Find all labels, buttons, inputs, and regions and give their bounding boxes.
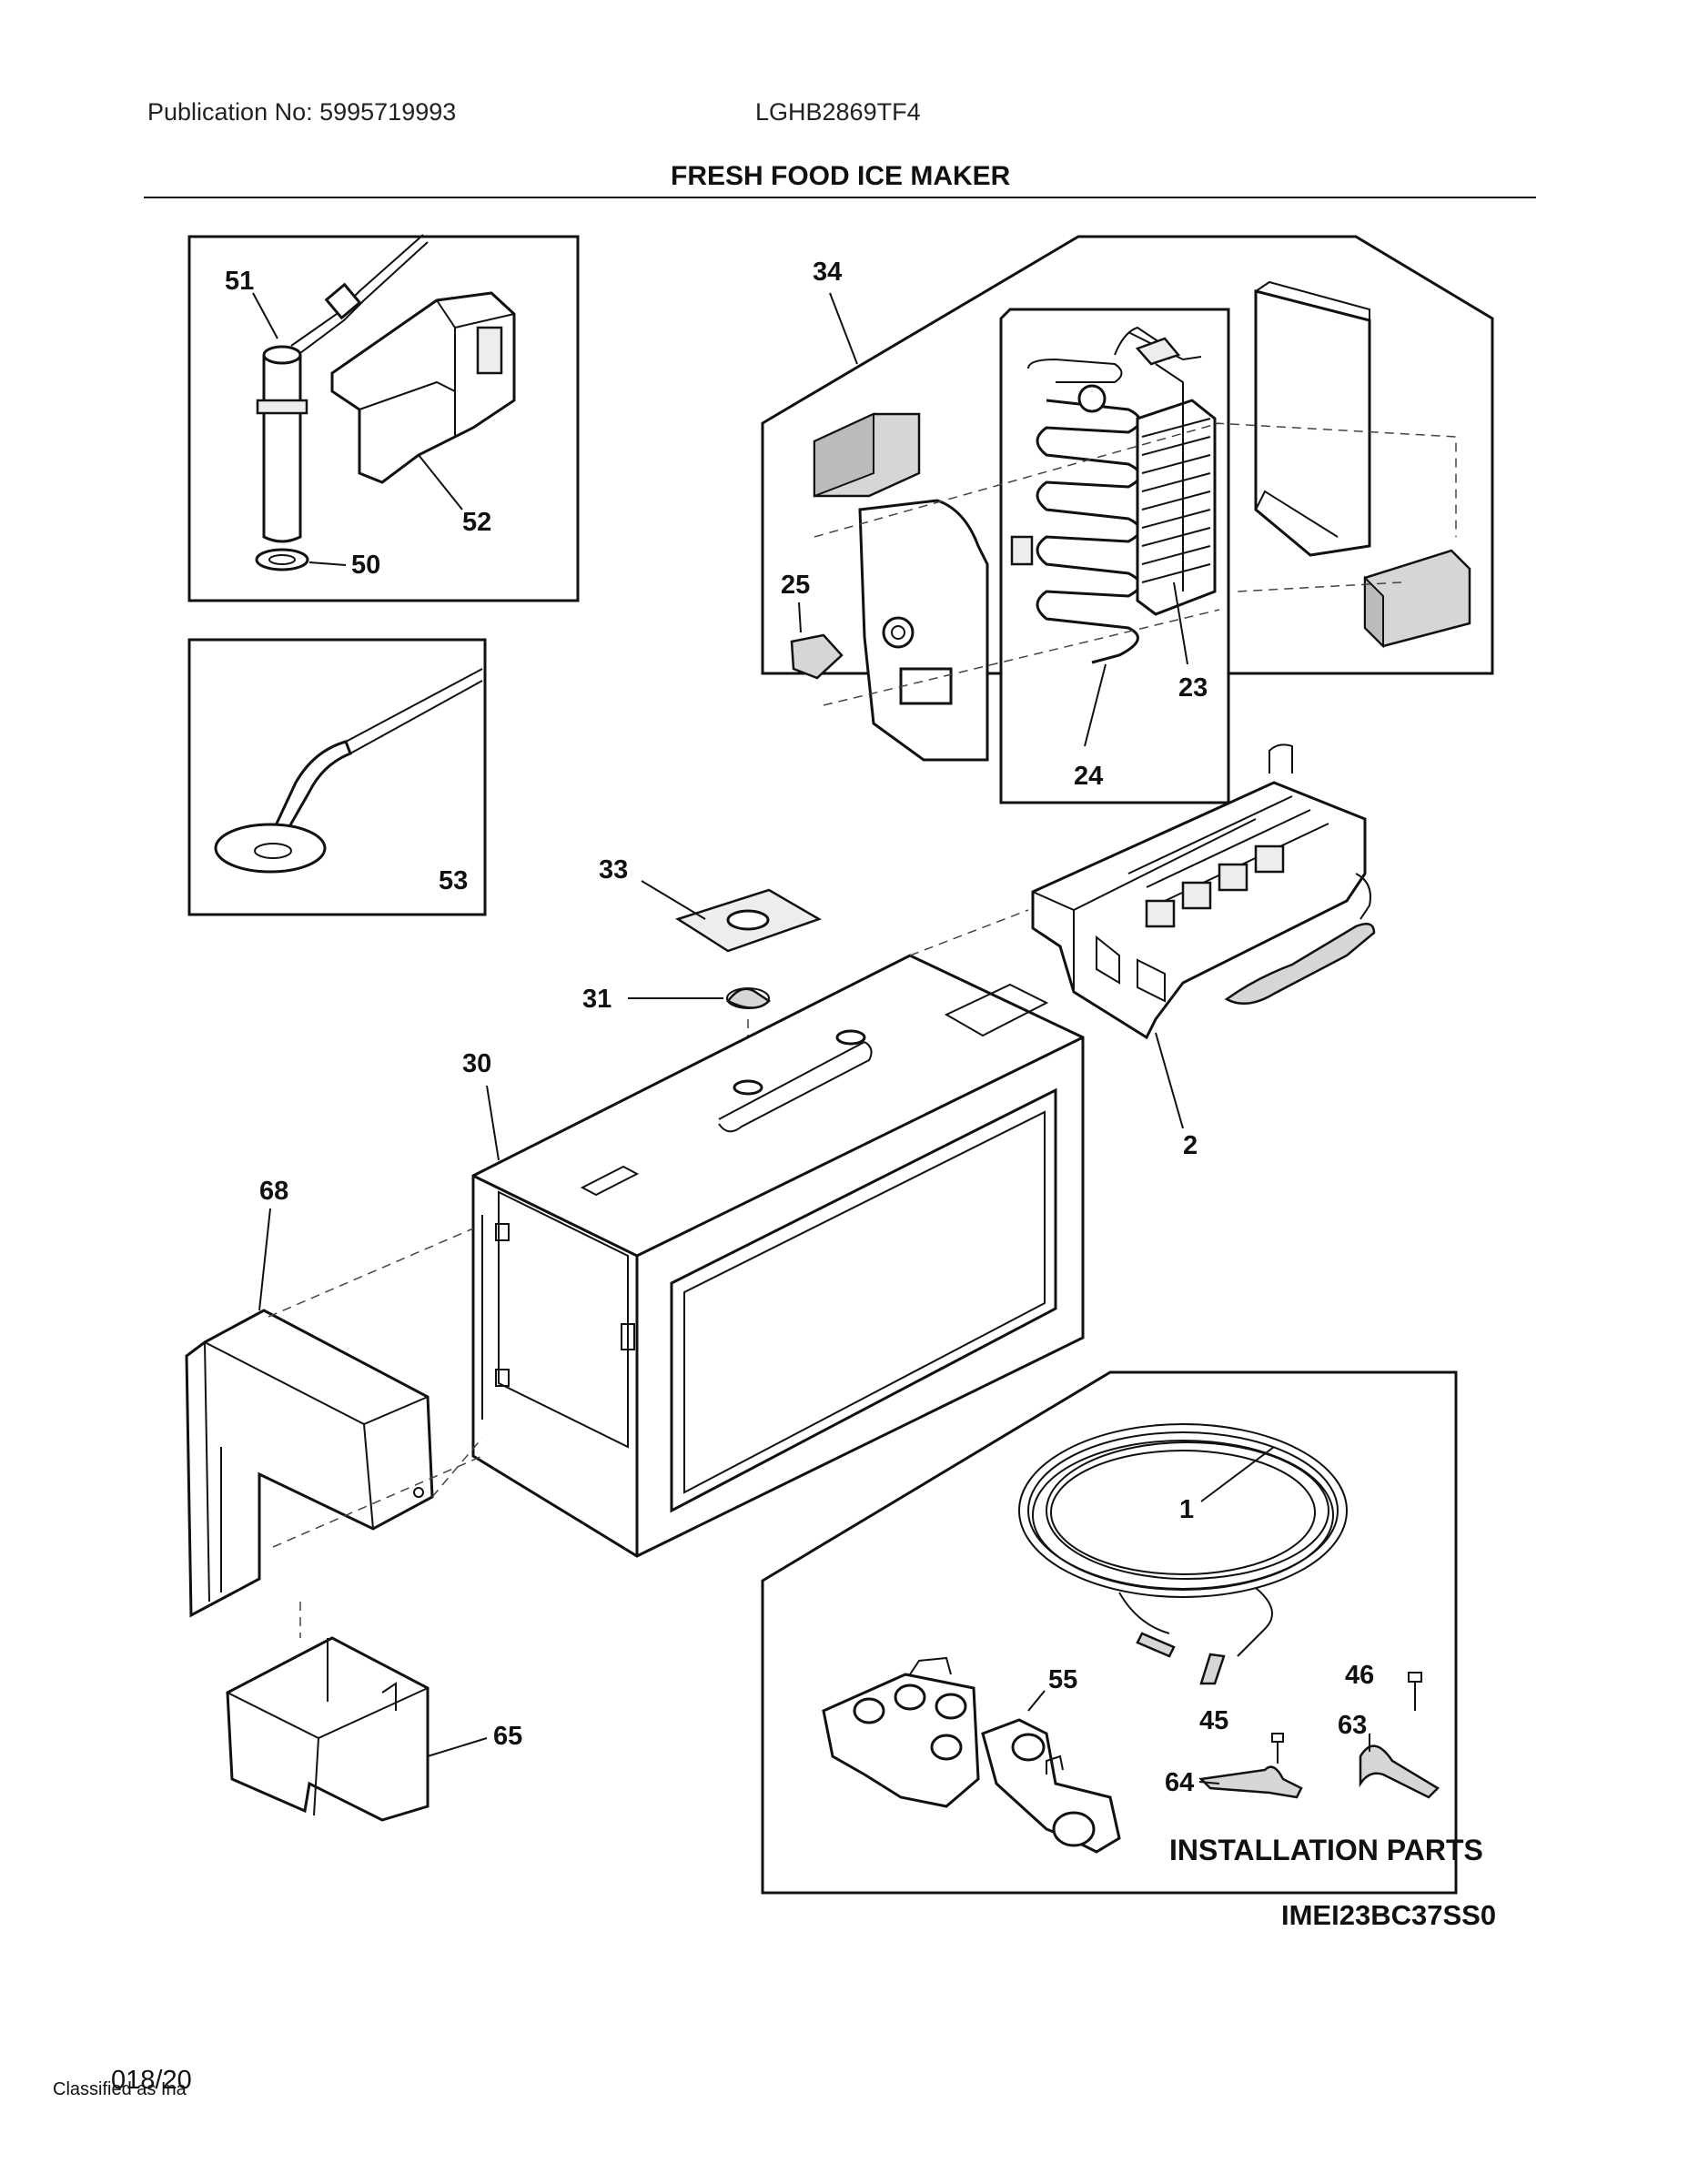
callout-52: 52 <box>462 508 491 537</box>
water-valves <box>822 1656 1121 1854</box>
ice-maker-unit <box>909 743 1376 1129</box>
callout-51: 51 <box>225 267 254 296</box>
page-number: 018/20 <box>111 2066 192 2095</box>
callout-25: 25 <box>781 571 810 600</box>
page-title: FRESH FOOD ICE MAKER <box>671 161 1011 191</box>
ice-bin-bracket <box>226 1602 488 1822</box>
callout-50: 50 <box>351 551 380 580</box>
header-divider <box>144 197 1536 198</box>
callout-31: 31 <box>582 985 612 1014</box>
inset-box-fill-tube <box>187 638 487 916</box>
callout-55: 55 <box>1048 1665 1077 1694</box>
classification-label: Classified as Ina <box>53 2079 187 2099</box>
callout-45: 45 <box>1199 1706 1228 1735</box>
callout-33: 33 <box>599 855 628 885</box>
model-number: LGHB2869TF4 <box>755 98 921 126</box>
water-line-tubing <box>1018 1423 1348 1685</box>
callout-1: 1 <box>1179 1495 1194 1524</box>
evaporator-coil <box>1010 326 1217 664</box>
installation-parts-box <box>761 1370 1458 1895</box>
callout-2: 2 <box>1183 1131 1198 1160</box>
evaporator-assembly <box>761 235 1494 804</box>
ice-maker-housing <box>471 954 1085 1558</box>
callout-53: 53 <box>439 866 468 895</box>
callout-46: 46 <box>1345 1661 1374 1690</box>
callout-23: 23 <box>1178 673 1208 703</box>
callout-64: 64 <box>1165 1768 1194 1797</box>
callout-65: 65 <box>493 1722 522 1751</box>
callout-30: 30 <box>462 1049 491 1078</box>
callout-24: 24 <box>1074 762 1103 791</box>
pad-and-fitting <box>628 880 822 1083</box>
publication-number: Publication No: 5995719993 <box>147 98 457 126</box>
installation-parts-label: INSTALLATION PARTS <box>1169 1834 1483 1866</box>
front-cover <box>185 1208 483 1618</box>
callout-68: 68 <box>259 1177 288 1206</box>
callout-34: 34 <box>813 258 842 287</box>
diagram-code: IMEI23BC37SS0 <box>1281 1899 1497 1931</box>
callout-63: 63 <box>1338 1711 1367 1740</box>
inset-box-water-fill <box>187 234 580 602</box>
